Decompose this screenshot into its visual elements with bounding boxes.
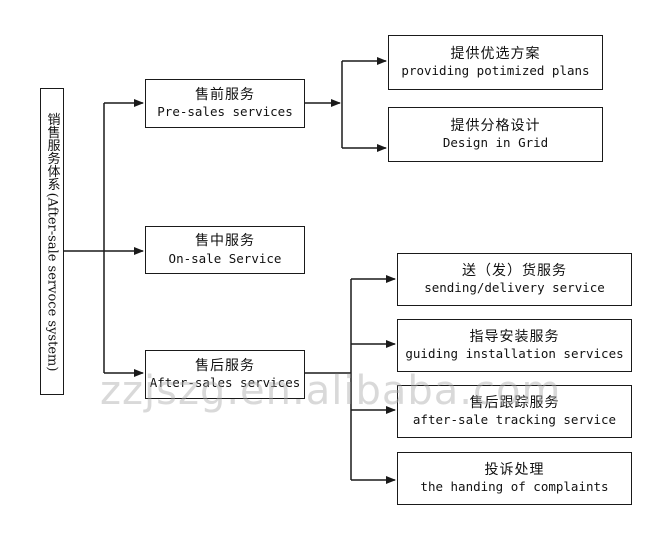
node-installation-zh: 指导安装服务 bbox=[469, 328, 560, 345]
node-pre-sales: 售前服务 Pre-sales services bbox=[145, 79, 305, 128]
node-tracking: 售后跟踪服务 after-sale tracking service bbox=[397, 385, 632, 438]
node-tracking-en: after-sale tracking service bbox=[412, 412, 617, 428]
node-grid-design-zh: 提供分格设计 bbox=[450, 117, 541, 134]
node-optimized-plans: 提供优选方案 providing potimized plans bbox=[388, 35, 603, 90]
node-optimized-plans-zh: 提供优选方案 bbox=[450, 45, 541, 62]
node-after-sales: 售后服务 After-sales services bbox=[145, 350, 305, 399]
node-on-sale-en: On-sale Service bbox=[168, 250, 282, 266]
node-complaints: 投诉处理 the handing of complaints bbox=[397, 452, 632, 505]
node-after-sales-zh: 售后服务 bbox=[195, 357, 255, 374]
node-installation-en: guiding installation services bbox=[405, 346, 624, 362]
root-label-en: (After-sale servoce system) bbox=[44, 192, 60, 371]
node-on-sale: 售中服务 On-sale Service bbox=[145, 226, 305, 274]
root-node-sales-service-system: 销售服务体系 (After-sale servoce system) bbox=[40, 88, 64, 395]
node-after-sales-en: After-sales services bbox=[149, 375, 301, 391]
node-grid-design: 提供分格设计 Design in Grid bbox=[388, 107, 603, 162]
node-grid-design-en: Design in Grid bbox=[442, 135, 549, 151]
node-tracking-zh: 售后跟踪服务 bbox=[469, 394, 560, 411]
node-pre-sales-en: Pre-sales services bbox=[157, 104, 293, 120]
node-complaints-zh: 投诉处理 bbox=[484, 461, 545, 478]
node-complaints-en: the handing of complaints bbox=[420, 479, 609, 495]
root-label-zh: 销售服务体系 bbox=[44, 112, 60, 191]
node-delivery-en: sending/delivery service bbox=[424, 280, 605, 296]
node-installation: 指导安装服务 guiding installation services bbox=[397, 319, 632, 372]
node-pre-sales-zh: 售前服务 bbox=[195, 86, 255, 103]
node-delivery-zh: 送（发）货服务 bbox=[462, 262, 567, 279]
node-delivery: 送（发）货服务 sending/delivery service bbox=[397, 253, 632, 306]
node-optimized-plans-en: providing potimized plans bbox=[401, 63, 590, 79]
node-on-sale-zh: 售中服务 bbox=[195, 233, 255, 250]
